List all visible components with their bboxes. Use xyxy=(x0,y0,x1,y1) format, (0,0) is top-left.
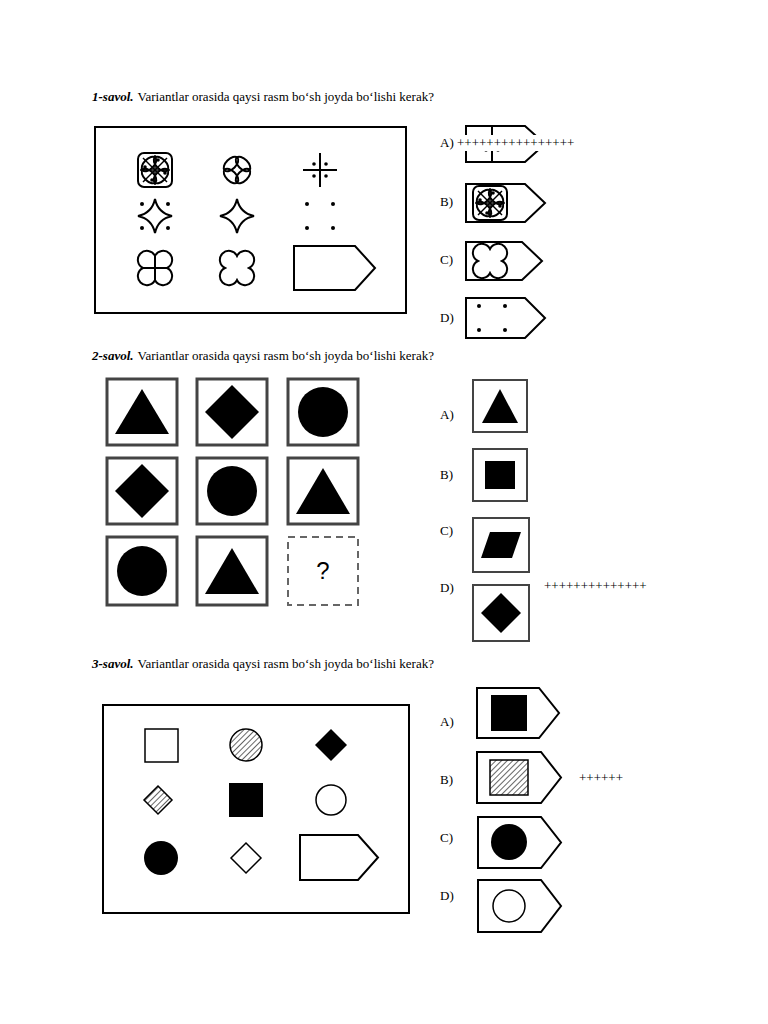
question-2-options-part-part xyxy=(485,461,515,489)
question-1-option-figures xyxy=(473,127,509,332)
question-2-options-part-part xyxy=(473,585,529,641)
question-3-options-part xyxy=(490,760,528,795)
question-3-options xyxy=(477,688,561,932)
question-3-grid-part xyxy=(300,835,378,880)
question-2-grid-part-part xyxy=(288,458,358,524)
question-number: 1-savol. xyxy=(92,89,134,105)
question-1-grid-part xyxy=(294,246,375,290)
option-letter: C) xyxy=(440,252,453,268)
question-3-grid-part xyxy=(103,705,409,913)
question-1-grid xyxy=(95,127,406,313)
question-1-grid-part xyxy=(140,202,170,230)
question-3-options-part-part xyxy=(477,752,561,803)
answer-mark: ++++++++++++++ xyxy=(543,578,648,594)
question-1-option-figures-part xyxy=(477,304,507,332)
question-2-grid-part-part xyxy=(197,458,267,524)
question-2-options-part-part xyxy=(473,449,527,501)
question-1-grid-part xyxy=(303,153,337,187)
question-3-options-part-part xyxy=(478,880,561,932)
question-2-options xyxy=(473,380,529,641)
question-2-options-part-part xyxy=(473,518,529,572)
question-3-grid-part xyxy=(229,783,263,817)
question-2-grid-part-part xyxy=(205,548,259,594)
question-2-grid-part-part xyxy=(107,379,177,445)
question-1-options-part xyxy=(466,298,545,338)
question-2-options-part-part xyxy=(481,593,521,633)
option-letter: B) xyxy=(440,194,453,210)
answer-mark: ++++++ xyxy=(578,770,624,786)
question-mark: ? xyxy=(316,557,329,585)
question-2-grid-part-part xyxy=(296,468,350,514)
question-1-grid-part xyxy=(95,127,406,313)
question-2-grid-part-part xyxy=(298,387,348,437)
question-3-grid-part xyxy=(144,786,172,814)
question-3-grid xyxy=(103,705,409,913)
question-3-grid-part xyxy=(144,841,178,875)
option-letter: D) xyxy=(440,888,454,904)
question-2-grid-part-part xyxy=(207,466,257,516)
option-letter: A) xyxy=(440,407,454,423)
question-2-grid-part-part xyxy=(288,379,358,445)
question-1-grid-part xyxy=(138,199,172,233)
option-letter: D) xyxy=(440,310,454,326)
question-1-option-figures-part xyxy=(473,186,507,220)
question-1-grid-part xyxy=(154,256,156,280)
question-2-grid-part-part xyxy=(107,458,177,524)
question-3-grid-part xyxy=(316,785,346,815)
question-1-options-part xyxy=(466,242,542,280)
question-1-option-figures-part xyxy=(473,244,507,278)
question-2-grid-part-part xyxy=(197,379,267,445)
question-1-grid-part xyxy=(220,199,254,233)
option-letter: C) xyxy=(440,830,453,846)
question-number: 2-savol. xyxy=(92,348,134,364)
option-letter: B) xyxy=(440,772,453,788)
question-2-grid-part xyxy=(107,379,358,605)
option-letter: B) xyxy=(440,467,453,483)
question-2-options-part-part xyxy=(482,389,518,423)
question-2-options-part xyxy=(481,389,521,633)
question-1-grid-part xyxy=(220,251,254,285)
question-1-grid-part xyxy=(138,153,172,187)
question-2-grid-part-part xyxy=(117,546,167,596)
question-3-options-part-part xyxy=(477,688,559,738)
answer-mark: ++++++++++++++++ xyxy=(456,135,575,151)
question-1-grid-part xyxy=(305,202,335,230)
question-2-grid-part-part xyxy=(107,537,177,605)
question-3-grid-part xyxy=(230,729,262,761)
question-2-grid-part-part xyxy=(205,385,259,439)
question-1-grid-part xyxy=(221,154,253,186)
question-3-grid-part xyxy=(145,729,178,762)
question-2-options-part xyxy=(473,380,529,641)
option-letter: A) xyxy=(440,714,454,730)
question-2-grid-part-part xyxy=(197,537,267,605)
question-1-options xyxy=(466,126,545,338)
question-3-options-part xyxy=(491,824,527,860)
option-letter: C) xyxy=(440,523,453,539)
question-2-options-part-part xyxy=(473,380,527,432)
question-3-grid-part xyxy=(231,843,261,873)
question-2-grid-part xyxy=(288,537,358,605)
question-2-grid xyxy=(107,379,358,605)
question-number: 3-savol. xyxy=(92,656,134,672)
question-3-options-part xyxy=(477,688,561,932)
question-1-options-part xyxy=(466,184,545,222)
question-text: Variantlar orasida qaysi rasm bo‘sh joyd… xyxy=(138,656,434,672)
question-1-grid-part xyxy=(138,251,172,285)
question-2-options-part-part xyxy=(481,532,521,558)
question-text: Variantlar orasida qaysi rasm bo‘sh joyd… xyxy=(138,89,434,105)
question-3-grid-part xyxy=(315,729,347,761)
question-text: Variantlar orasida qaysi rasm bo‘sh joyd… xyxy=(138,348,434,364)
option-letter: A) xyxy=(440,135,454,151)
question-3-options-part xyxy=(491,695,527,731)
question-2-grid-part-part xyxy=(115,389,169,434)
question-3-options-part xyxy=(493,890,525,922)
question-2-grid-part xyxy=(115,385,350,596)
question-3-options-part-part xyxy=(478,817,561,868)
option-letter: D) xyxy=(440,580,454,596)
question-2-grid-part-part xyxy=(115,464,169,518)
